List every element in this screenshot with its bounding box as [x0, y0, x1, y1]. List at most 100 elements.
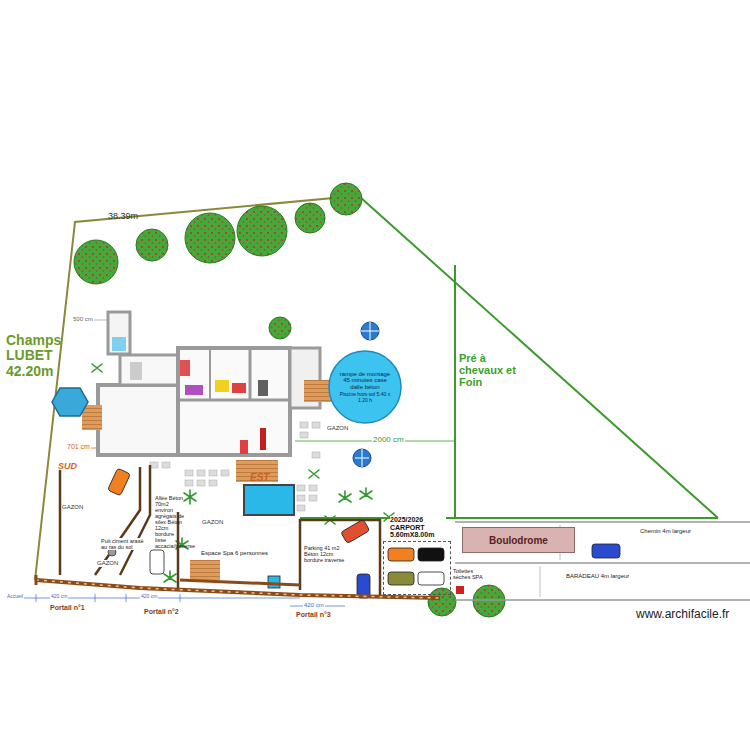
boundary-part	[300, 517, 718, 519]
fence-part	[36, 580, 440, 598]
round-pool: rampe de montage 45 minutes case dalle b…	[328, 350, 402, 424]
gate-label: Portail n°3	[296, 611, 331, 619]
paving-part	[197, 480, 205, 486]
tree-part	[330, 183, 362, 215]
house-part	[112, 337, 126, 351]
boulodrome-box: Boulodrome	[462, 527, 575, 553]
node-text: Boulodrome	[489, 535, 548, 546]
dimension-label: 420 cm	[140, 594, 158, 600]
paving-part	[162, 462, 170, 468]
paving-part	[185, 470, 193, 476]
fence-part	[35, 575, 38, 585]
paving-part	[297, 495, 305, 501]
note-label: Toilettes sèches SPA	[452, 568, 492, 580]
spa-hexagon	[52, 388, 88, 416]
car-part	[108, 468, 131, 496]
car-part	[341, 519, 370, 543]
road-label: BARADEAU 4m largeur	[566, 573, 629, 580]
dimension-label: 38.39m	[108, 212, 138, 222]
tree	[74, 183, 505, 617]
car-part	[388, 548, 414, 561]
wood-deck-part	[190, 560, 220, 580]
wood-deck-part	[236, 460, 278, 482]
house-part	[130, 362, 142, 380]
tree-part	[428, 588, 456, 616]
dimension-line-part	[126, 594, 127, 602]
dimension-line-part	[180, 594, 181, 602]
house-part	[108, 312, 130, 354]
car-part	[388, 572, 414, 585]
palm-tree-part	[164, 571, 176, 582]
paving-part	[185, 480, 193, 486]
area-label: GAZON	[96, 560, 119, 567]
paving-part	[309, 495, 317, 501]
neighbour-label: Pré à chevaux et Foin	[459, 352, 523, 388]
road	[455, 522, 750, 600]
dimension-label: 420 cm	[50, 594, 68, 600]
paving-part	[300, 432, 308, 438]
note-label: Accueil	[6, 594, 24, 600]
wood-deck	[82, 380, 332, 580]
note-label: Espace Spa 6 personnes	[200, 550, 269, 557]
boundary-part	[35, 196, 355, 580]
house-part	[260, 428, 266, 450]
palm-tree-part	[339, 491, 351, 502]
fence	[36, 575, 440, 598]
pool-water	[329, 351, 401, 423]
house-part	[178, 399, 290, 402]
tree-part	[295, 203, 325, 233]
gate-label: Portail n°2	[144, 608, 179, 616]
house-part	[232, 383, 246, 393]
path-border-part	[59, 470, 62, 575]
tree-part	[136, 229, 168, 261]
palm-tree-part	[360, 488, 372, 499]
dimension-label: 420 cm	[303, 602, 325, 609]
dry-toilet-part	[456, 586, 464, 594]
tree-part	[74, 240, 118, 284]
orientation-label: SUD	[58, 462, 77, 472]
path-border-part	[95, 467, 140, 575]
palm-tree-part	[92, 364, 102, 372]
orientation-label: EST	[250, 472, 269, 483]
paving-part	[297, 485, 305, 491]
path-border	[60, 465, 380, 595]
paving-part	[221, 470, 229, 476]
boundary-part	[454, 265, 456, 518]
fence-part	[36, 580, 440, 598]
tree-part	[185, 213, 235, 263]
carport-box: 2025/2026 CARPORT 5.60mX8.00m	[383, 541, 451, 595]
dry-toilet	[456, 586, 464, 594]
car-part	[150, 550, 164, 574]
swimming-pool	[244, 485, 294, 515]
area-label: GAZON	[202, 519, 223, 526]
house	[98, 312, 320, 455]
house-part	[178, 348, 290, 455]
road-part	[540, 566, 541, 597]
dimension-label: 500 cm	[72, 316, 94, 323]
paving-part	[297, 505, 305, 511]
road-part	[455, 562, 750, 564]
house-part	[240, 440, 248, 454]
paving-part	[309, 485, 317, 491]
wood-deck-part	[304, 380, 332, 402]
dimension-label: 2000 cm	[372, 436, 405, 445]
tree-part	[473, 585, 505, 617]
house-part	[249, 348, 252, 400]
house-part	[98, 385, 178, 455]
watermark: www.archifacile.fr	[636, 608, 729, 621]
paving-part	[300, 422, 308, 428]
swimming-pool-part	[244, 485, 294, 515]
tree-part	[237, 206, 287, 256]
road-label: Chemin 4m largeur	[640, 528, 691, 535]
car-part	[418, 548, 444, 561]
palm-tree-part	[309, 470, 319, 478]
node-heading: 2025/2026 CARPORT 5.60mX8.00m	[390, 516, 446, 539]
boundary-part	[360, 197, 718, 518]
paving-part	[312, 452, 320, 458]
car-part	[592, 544, 620, 558]
house-part	[258, 380, 268, 396]
paving-part	[209, 470, 217, 476]
house-part	[180, 360, 190, 376]
house-part	[209, 348, 211, 400]
